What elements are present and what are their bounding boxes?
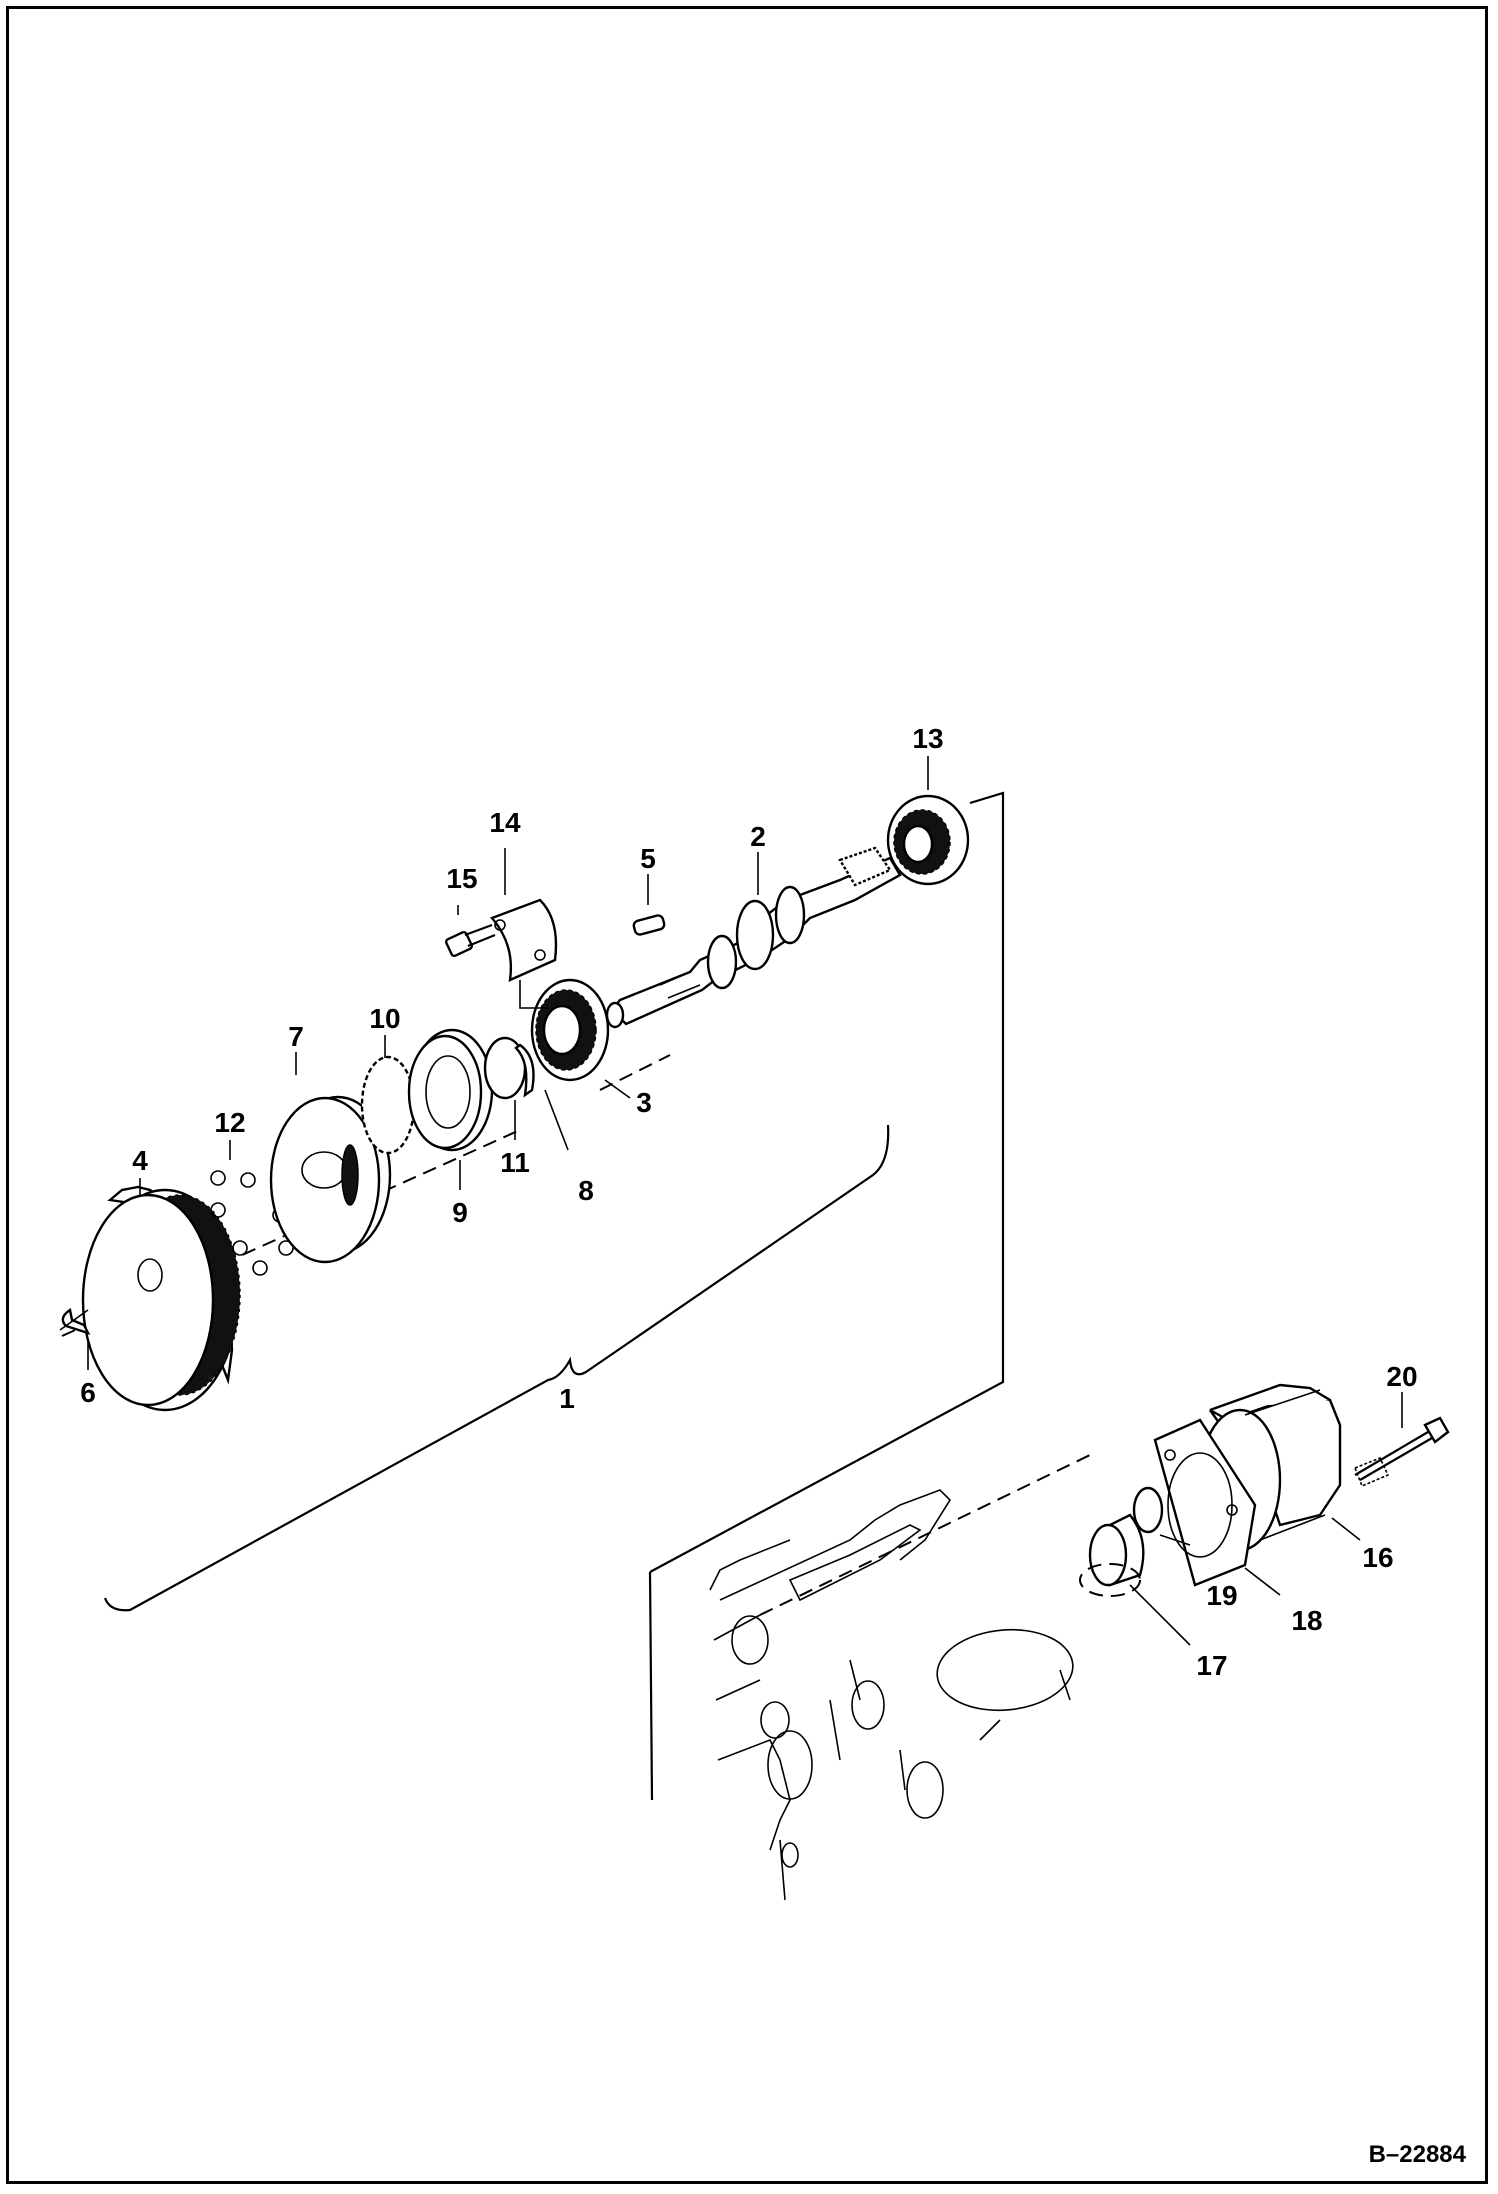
callout-labels: 1 2 3 4 5 6 7 8 9 10 11 12 13 14 15 16 1… [80, 723, 1417, 1681]
leader-lines [87, 756, 1403, 1646]
callout-13: 13 [912, 723, 943, 754]
callout-20: 20 [1386, 1361, 1417, 1392]
kit-bracket [103, 1124, 890, 1612]
callout-11: 11 [500, 1147, 530, 1178]
bearing-housing-part [407, 1028, 494, 1152]
bolt-part [445, 923, 496, 958]
callout-9: 9 [452, 1197, 468, 1228]
spring-ring-part [360, 1055, 416, 1155]
gear-part [81, 1185, 241, 1412]
callout-16: 16 [1362, 1542, 1393, 1573]
coupler-part [1088, 1513, 1145, 1587]
callout-15: 15 [446, 863, 477, 894]
callout-6: 6 [80, 1377, 96, 1408]
callout-19: 19 [1206, 1580, 1237, 1611]
end-bearing-part [886, 794, 970, 886]
callout-18: 18 [1291, 1605, 1322, 1636]
key-part [632, 914, 666, 936]
callout-4: 4 [132, 1145, 148, 1176]
snap-ring-part [61, 1308, 91, 1336]
callout-12: 12 [214, 1107, 245, 1138]
retaining-ring-part [514, 1043, 535, 1098]
callout-10: 10 [369, 1003, 400, 1034]
shaft-part [605, 846, 902, 1029]
drawing-frame [6, 6, 1488, 2184]
o-ring-part [1132, 1486, 1164, 1534]
callout-3: 3 [636, 1087, 652, 1118]
callout-2: 2 [750, 821, 766, 852]
flange-plate-part [269, 1095, 392, 1264]
callout-5: 5 [640, 843, 656, 874]
callout-1: 1 [559, 1383, 575, 1414]
figure-reference-code: B–22884 [1369, 2141, 1467, 2168]
pump-bolt-part [1353, 1416, 1450, 1488]
retainer-part [489, 898, 558, 982]
callout-7: 7 [288, 1021, 304, 1052]
callout-17: 17 [1196, 1650, 1227, 1681]
callout-14: 14 [489, 807, 521, 838]
gasket-part [1153, 1418, 1257, 1587]
bearing-part [530, 978, 610, 1082]
callout-8: 8 [578, 1175, 594, 1206]
